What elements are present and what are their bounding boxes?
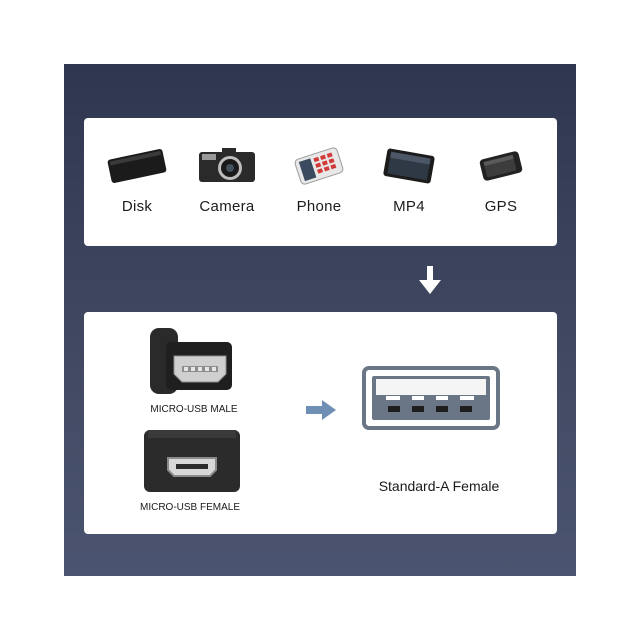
micro-usb-female-icon — [144, 430, 240, 492]
down-arrow-icon — [419, 266, 441, 294]
usb-a-female-port-icon — [362, 366, 500, 430]
mp4-player-icon — [383, 148, 435, 184]
device-label-gps: GPS — [484, 198, 518, 215]
device-disk: Disk — [92, 118, 182, 246]
phone-icon — [294, 147, 344, 185]
device-mp4: MP4 — [364, 118, 454, 246]
device-gps: GPS — [456, 118, 546, 246]
standard-a-female-label: Standard-A Female — [378, 478, 500, 494]
device-label-camera: Camera — [199, 198, 255, 215]
device-phone: Phone — [274, 118, 364, 246]
micro-usb-male-label: MICRO-USB MALE — [150, 404, 238, 415]
device-label-disk: Disk — [121, 198, 153, 215]
right-arrow-icon — [306, 400, 336, 420]
devices-card: Disk Camera Phone — [84, 118, 557, 246]
device-label-phone: Phone — [296, 198, 342, 215]
device-label-mp4: MP4 — [393, 198, 425, 215]
gps-icon — [479, 151, 523, 181]
disk-icon — [107, 148, 167, 184]
device-camera: Camera — [182, 118, 272, 246]
camera-icon — [199, 148, 255, 182]
micro-usb-male-icon — [150, 328, 232, 394]
micro-usb-female-label: MICRO-USB FEMALE — [139, 502, 240, 513]
